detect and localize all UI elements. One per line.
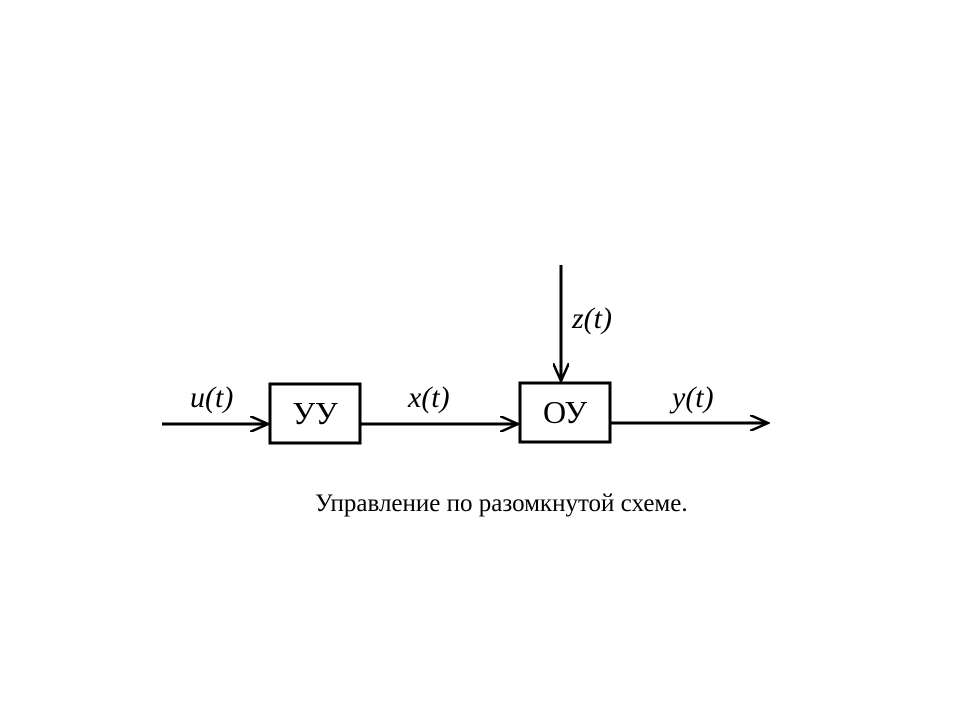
controller-block [268,382,362,445]
input-signal-label: u(t) [190,381,233,414]
controller-block-label: УУ [292,395,338,431]
diagram-caption: Управление по разомкнутой схеме. [315,490,688,517]
control-signal-label: x(t) [407,381,450,414]
plant-block-label: ОУ [543,394,587,430]
output-signal-label: y(t) [669,381,714,414]
disturbance-signal-label: z(t) [571,302,612,335]
plant-block [518,381,612,444]
